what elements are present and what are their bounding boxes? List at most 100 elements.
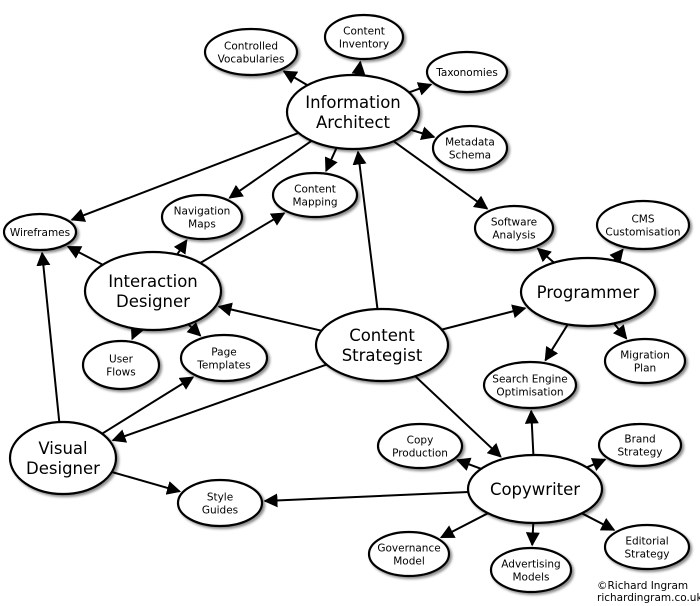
arrow-programmer-to-software-analysis [536,247,555,264]
node-shape-copywriter [466,453,604,525]
node-label-interaction-designer-1: Designer [116,292,190,311]
node-label-migration-plan-1: Plan [634,362,656,374]
node-label-search-engine-optimisation-0: Search Engine [492,373,567,385]
node-label-metadata-schema-0: Metadata [445,136,495,148]
arrow-content-strategist-to-interaction-designer [217,302,322,332]
node-label-content-strategist-0: Content [349,326,415,345]
credit-url: richardingram.co.uk [597,592,700,604]
node-shape-content-mapping [271,171,359,219]
node-shape-visual-designer [8,420,118,496]
node-shape-navigation-maps [160,193,244,241]
node-label-content-inventory-0: Content [343,25,385,37]
node-shape-migration-plan [603,337,687,385]
node-shape-copy-production [376,422,464,470]
node-label-page-templates-0: Page [211,346,236,358]
arrow-information-architect-to-content-mapping [324,147,338,173]
node-label-cms-customisation-0: CMS [631,213,654,225]
node-label-style-guides-1: Guides [202,504,238,516]
node-label-controlled-vocabularies-1: Vocabularies [218,53,285,65]
node-shape-style-guides [176,478,264,528]
arrow-programmer-to-migration-plan [612,322,628,340]
node-shape-page-templates [179,333,269,383]
node-label-wireframes-0: Wireframes [10,227,70,239]
arrow-copywriter-to-copy-production [455,457,482,471]
node-shape-interaction-designer [83,250,223,332]
arrow-information-architect-to-controlled-vocabularies [282,70,309,87]
node-label-user-flows-1: Flows [106,366,135,378]
node-label-visual-designer-0: Visual [38,439,87,458]
node-shape-controlled-vocabularies [203,27,299,77]
node-label-brand-strategy-1: Strategy [618,446,663,458]
node-label-governance-model-0: Governance [377,542,440,554]
node-label-visual-designer-1: Designer [26,459,100,478]
node-label-advertising-models-1: Models [513,571,550,583]
node-label-navigation-maps-0: Navigation [174,205,231,217]
node-label-content-strategist-1: Strategist [342,346,423,365]
node-shape-governance-model [367,530,451,578]
node-shape-user-flows [81,339,161,391]
node-label-software-analysis-1: Analysis [492,229,535,241]
node-copywriter: Copywriter [466,453,604,525]
arrow-copywriter-to-governance-model [439,512,489,539]
connector-layer [36,60,628,547]
node-taxonomies: Taxonomies [425,50,509,94]
node-label-editorial-strategy-1: Strategy [625,548,670,560]
node-shape-content-strategist [314,307,450,383]
node-programmer: Programmer [519,256,657,328]
node-label-search-engine-optimisation-1: Optimisation [496,386,563,398]
node-shape-taxonomies [425,50,509,94]
arrow-information-architect-to-taxonomies [408,82,433,96]
node-label-programmer-0: Programmer [537,283,640,302]
node-label-navigation-maps-1: Maps [188,218,216,230]
node-label-migration-plan-0: Migration [620,349,670,361]
node-shape-cms-customisation [595,199,691,251]
node-label-taxonomies-0: Taxonomies [435,67,498,79]
node-label-content-mapping-1: Mapping [292,196,337,208]
node-label-interaction-designer-0: Interaction [108,272,198,291]
node-label-information-architect-1: Architect [316,113,391,132]
node-label-page-templates-1: Templates [196,359,250,371]
node-label-software-analysis-0: Software [491,216,537,228]
node-label-style-guides-0: Style [207,491,233,503]
node-label-user-flows-0: User [109,353,134,365]
arrow-content-strategist-to-copywriter [414,375,502,458]
node-shape-metadata-schema [431,124,509,172]
node-label-metadata-schema-1: Schema [449,149,491,161]
node-shape-advertising-models [489,546,573,594]
arrow-content-strategist-to-visual-designer [111,363,327,443]
node-label-editorial-strategy-0: Editorial [625,535,668,547]
node-shape-search-engine-optimisation [482,360,578,410]
node-label-governance-model-1: Model [393,555,425,567]
node-layer: InformationArchitectContentInventoryCont… [2,13,691,594]
node-label-content-inventory-1: Inventory [339,38,389,50]
node-shape-programmer [519,256,657,328]
arrow-information-architect-to-navigation-maps [228,139,313,199]
node-shape-brand-strategy [597,422,683,468]
arrow-copywriter-to-editorial-strategy [581,512,616,531]
node-shape-editorial-strategy [603,523,691,571]
arrow-content-strategist-to-programmer [441,304,527,331]
node-label-copy-production-0: Copy [407,434,434,446]
arrow-copywriter-to-brand-strategy [586,458,607,471]
node-label-content-mapping-0: Content [294,183,336,195]
node-shape-content-inventory [323,13,405,61]
arrow-copywriter-to-style-guides [263,491,469,508]
